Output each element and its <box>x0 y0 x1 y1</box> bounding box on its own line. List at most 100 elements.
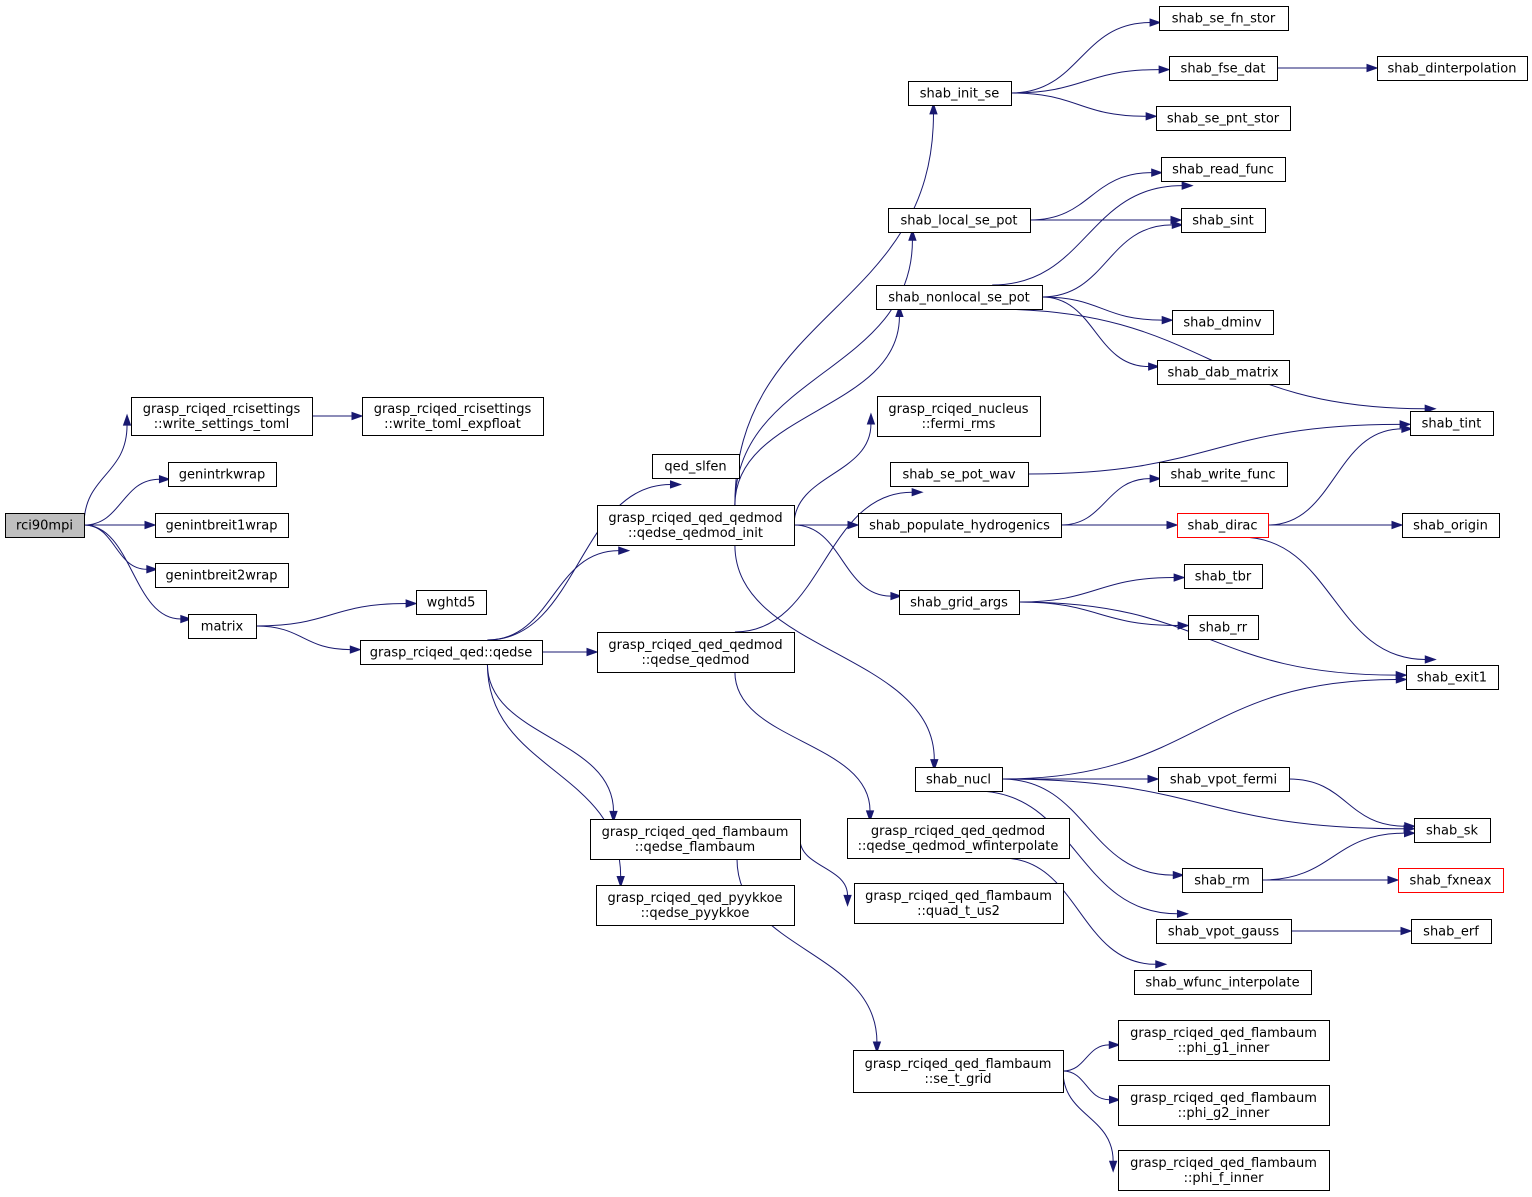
node-quad-t-us2[interactable]: grasp_rciqed_qed_flambaum::quad_t_us2 <box>854 883 1064 924</box>
node-qedse-qedmod[interactable]: grasp_rciqed_qed_qedmod::qedse_qedmod <box>597 632 795 673</box>
node-shab-local-se-pot[interactable]: shab_local_se_pot <box>888 208 1031 233</box>
call-edge-se_t_grid-to-phi_g1_inner <box>1062 1040 1121 1072</box>
node-shab-populate-hydrogenics[interactable]: shab_populate_hydrogenics <box>858 513 1062 538</box>
edge-line <box>799 838 849 896</box>
call-edge-shab_grid_args-to-shab_exit1 <box>1018 601 1408 680</box>
node-shab-nonlocal-se-pot[interactable]: shab_nonlocal_se_pot <box>876 285 1043 310</box>
node-shab-fse-dat[interactable]: shab_fse_dat <box>1169 56 1278 81</box>
node-label: ::quad_t_us2 <box>917 904 1000 919</box>
edge-line <box>734 671 871 811</box>
edge-arrowhead <box>865 810 875 823</box>
node-shab-sint[interactable]: shab_sint <box>1181 208 1266 233</box>
node-fermi-rms[interactable]: grasp_rciqed_nucleus::fermi_rms <box>877 396 1041 437</box>
call-edge-rci90mpi-to-matrix <box>83 524 193 624</box>
node-qedse-qedmod-init[interactable]: grasp_rciqed_qed_qedmod::qedse_qedmod_in… <box>597 505 795 546</box>
edge-arrowhead <box>618 546 631 555</box>
node-shab-se-fn-stor[interactable]: shab_se_fn_stor <box>1159 6 1289 31</box>
node-genintrkwrap[interactable]: genintrkwrap <box>168 462 277 487</box>
node-shab-exit1[interactable]: shab_exit1 <box>1406 665 1499 690</box>
node-label: shab_tint <box>1422 417 1482 432</box>
node-label: grasp_rciqed_qed_flambaum <box>602 825 789 840</box>
node-shab-tbr[interactable]: shab_tbr <box>1184 564 1263 589</box>
node-shab-vpot-gauss[interactable]: shab_vpot_gauss <box>1156 919 1292 944</box>
node-label: grasp_rciqed_nucleus <box>888 402 1028 417</box>
edge-arrowhead <box>1401 424 1414 434</box>
edge-arrowhead <box>405 599 418 608</box>
node-phi-g1-inner[interactable]: grasp_rciqed_qed_flambaum::phi_g1_inner <box>1118 1020 1330 1061</box>
node-box <box>1118 1020 1330 1061</box>
node-box <box>131 397 313 436</box>
call-edge-shab_nonlocal_se_pot-to-shab_dminv <box>1041 296 1174 325</box>
node-shab-tint[interactable]: shab_tint <box>1410 411 1494 436</box>
node-shab-erf[interactable]: shab_erf <box>1411 919 1492 944</box>
call-edge-shab_rm-to-shab_sk <box>1261 828 1417 881</box>
node-box <box>1410 411 1494 436</box>
node-genintbreit1wrap[interactable]: genintbreit1wrap <box>155 513 289 538</box>
node-label: shab_dab_matrix <box>1167 366 1278 381</box>
edge-line <box>1001 678 1397 780</box>
node-shab-init-se[interactable]: shab_init_se <box>908 81 1012 106</box>
edge-line <box>1001 778 1405 830</box>
node-shab-write-func[interactable]: shab_write_func <box>1159 462 1288 487</box>
node-shab-dirac[interactable]: shab_dirac <box>1177 513 1269 538</box>
node-label: ::phi_g1_inner <box>1178 1041 1270 1056</box>
call-edge-rci90mpi-to-genintbreit2wrap <box>83 524 159 574</box>
call-edge-rci90mpi-to-genintbreit1wrap <box>84 520 157 530</box>
node-write-settings-toml[interactable]: grasp_rciqed_rcisettings::write_settings… <box>131 397 313 436</box>
node-shab-rr[interactable]: shab_rr <box>1188 615 1259 640</box>
call-edge-qedse_qedmod-to-qedse_qedmod_wfinterpolate <box>734 671 875 823</box>
edge-arrowhead <box>1177 621 1190 630</box>
node-shab-dinterpolation[interactable]: shab_dinterpolation <box>1377 56 1528 81</box>
node-shab-read-func[interactable]: shab_read_func <box>1161 157 1286 182</box>
edge-line <box>83 524 147 570</box>
node-label: ::phi_f_inner <box>1184 1171 1265 1186</box>
node-box <box>847 818 1070 859</box>
node-wghtd5[interactable]: wghtd5 <box>416 590 487 615</box>
edge-line <box>1010 69 1160 94</box>
node-box <box>1188 615 1259 640</box>
node-shab-dab-matrix[interactable]: shab_dab_matrix <box>1157 360 1290 385</box>
edge-line <box>486 663 614 812</box>
node-shab-vpot-fermi[interactable]: shab_vpot_fermi <box>1158 767 1290 792</box>
node-label: shab_erf <box>1423 925 1479 940</box>
node-phi-g2-inner[interactable]: grasp_rciqed_qed_flambaum::phi_g2_inner <box>1118 1085 1330 1126</box>
node-box <box>890 462 1029 487</box>
node-shab-nucl[interactable]: shab_nucl <box>915 767 1003 792</box>
call-edge-shab_init_se-to-shab_se_pnt_stor <box>1010 92 1158 121</box>
edge-arrowhead <box>895 305 904 318</box>
node-phi-f-inner[interactable]: grasp_rciqed_qed_flambaum::phi_f_inner <box>1118 1150 1330 1191</box>
node-shab-rm[interactable]: shab_rm <box>1182 868 1263 893</box>
node-qedse-qedmod-wfinterpolate[interactable]: grasp_rciqed_qed_qedmod::qedse_qedmod_wf… <box>847 818 1070 859</box>
node-label: ::qedse_flambaum <box>635 840 755 855</box>
edge-line <box>1010 22 1151 94</box>
node-box <box>1158 767 1290 792</box>
node-box <box>1411 919 1492 944</box>
node-matrix[interactable]: matrix <box>188 614 257 639</box>
node-qed-slfen[interactable]: qed_slfen <box>652 454 740 479</box>
node-shab-origin[interactable]: shab_origin <box>1402 513 1500 538</box>
node-genintbreit2wrap[interactable]: genintbreit2wrap <box>155 563 289 588</box>
node-rci90mpi[interactable]: rci90mpi <box>5 513 85 538</box>
node-shab-dminv[interactable]: shab_dminv <box>1172 310 1274 335</box>
node-shab-se-pnt-stor[interactable]: shab_se_pnt_stor <box>1156 106 1291 131</box>
node-label: ::qedse_qedmod <box>642 653 750 668</box>
edge-line <box>1029 172 1152 221</box>
node-se-t-grid[interactable]: grasp_rciqed_qed_flambaum::se_t_grid <box>853 1050 1064 1093</box>
edge-arrowhead <box>1155 960 1168 969</box>
node-shab-sk[interactable]: shab_sk <box>1414 818 1491 843</box>
node-box <box>1184 564 1263 589</box>
node-shab-grid-args[interactable]: shab_grid_args <box>899 590 1020 615</box>
node-write-toml-expfloat[interactable]: grasp_rciqed_rcisettings::write_toml_exp… <box>362 397 544 436</box>
node-label: shab_write_func <box>1170 468 1275 483</box>
node-qedse[interactable]: grasp_rciqed_qed::qedse <box>360 640 543 665</box>
edge-line <box>734 113 934 506</box>
node-shab-se-pot-wav[interactable]: shab_se_pot_wav <box>890 462 1029 487</box>
node-shab-fxneax[interactable]: shab_fxneax <box>1398 868 1504 893</box>
call-edge-shab_nucl-to-shab_vpot_gauss <box>975 790 1189 919</box>
node-shab-wfunc-interpolate[interactable]: shab_wfunc_interpolate <box>1134 970 1312 995</box>
node-box <box>1169 56 1278 81</box>
edge-arrowhead <box>843 894 852 907</box>
node-qedse-pyykkoe[interactable]: grasp_rciqed_qed_pyykkoe::qedse_pyykkoe <box>596 885 795 926</box>
node-qedse-flambaum[interactable]: grasp_rciqed_qed_flambaum::qedse_flambau… <box>590 819 801 860</box>
edge-arrowhead <box>609 810 618 823</box>
